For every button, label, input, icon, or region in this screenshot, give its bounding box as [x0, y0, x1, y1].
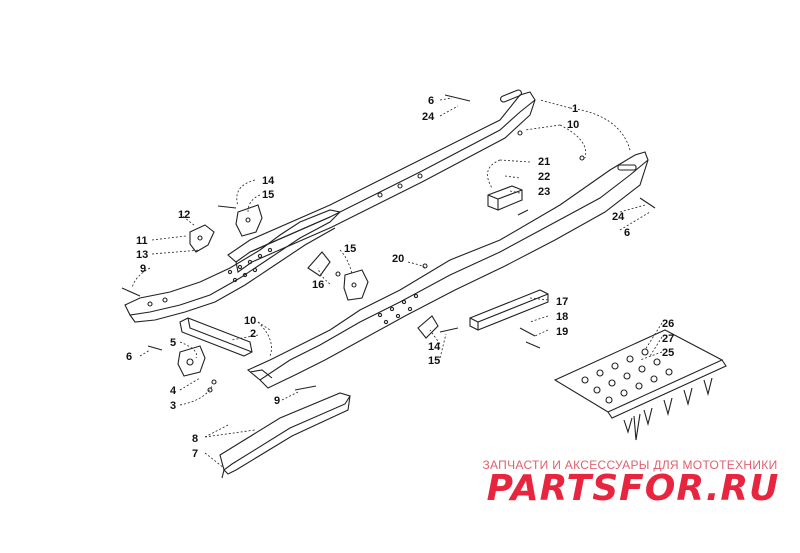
callout-24-right: 24: [612, 211, 625, 223]
callout-15-bottom: 15: [428, 355, 440, 367]
bar-2: [179, 317, 253, 357]
callout-4: 4: [170, 385, 177, 397]
callout-6-left: 6: [126, 351, 132, 363]
callout-9-bottom: 9: [274, 395, 280, 407]
callout-6-right: 6: [624, 227, 630, 239]
callout-23: 23: [538, 186, 550, 198]
callout-15-top: 15: [262, 189, 274, 201]
callout-1: 1: [572, 103, 578, 115]
bracket-16: [307, 251, 331, 277]
bogie-5: [177, 345, 206, 377]
callout-12: 12: [178, 209, 190, 221]
callout-10-top: 10: [567, 119, 579, 131]
upper-rail: [227, 91, 536, 273]
callout-14-bottom: 14: [428, 341, 441, 353]
callout-14-top: 14: [262, 175, 275, 187]
callout-27: 27: [662, 333, 674, 345]
callout-16: 16: [312, 279, 324, 291]
cleat-plate: [553, 329, 727, 441]
callout-26: 26: [662, 318, 674, 330]
callout-5: 5: [170, 337, 176, 349]
watermark-logo: PARTSFOR.RU: [486, 468, 780, 509]
bracket-12: [189, 224, 215, 253]
wear-bar-8: [219, 392, 351, 475]
block-17: [469, 289, 549, 331]
callout-labels: 1 2 3 4 5 6 6 6 7 8 9 9 10 10 11 12 13 1…: [126, 95, 674, 460]
callout-22: 22: [538, 171, 550, 183]
lower-rail: [246, 151, 649, 389]
callout-7: 7: [192, 448, 198, 460]
callout-15-mid: 15: [344, 243, 356, 255]
callout-6-top: 6: [428, 95, 434, 107]
bolts: [121, 94, 656, 479]
callout-8: 8: [192, 433, 198, 445]
callout-9-top: 9: [140, 263, 146, 275]
callout-10-left: 10: [244, 315, 256, 327]
callout-11: 11: [136, 235, 148, 247]
bracket-15: [343, 269, 369, 301]
callout-17: 17: [556, 296, 568, 308]
callout-13: 13: [136, 249, 148, 261]
bumper-21: [487, 185, 523, 211]
callout-18: 18: [556, 311, 568, 323]
bracket-14b: [417, 315, 439, 339]
callout-24-top: 24: [422, 111, 435, 123]
bracket-14: [235, 204, 263, 237]
watermark-tagline: ЗАПЧАСТИ И АКСЕССУАРЫ ДЛЯ МОТОТЕХНИКИ: [482, 458, 778, 472]
callout-2: 2: [250, 328, 256, 340]
callout-20: 20: [392, 253, 404, 265]
callout-21: 21: [538, 156, 550, 168]
callout-3: 3: [170, 400, 176, 412]
callout-25: 25: [662, 347, 674, 359]
leader-lines: [131, 97, 663, 469]
callout-19: 19: [556, 326, 568, 338]
front-rail: [124, 209, 342, 323]
